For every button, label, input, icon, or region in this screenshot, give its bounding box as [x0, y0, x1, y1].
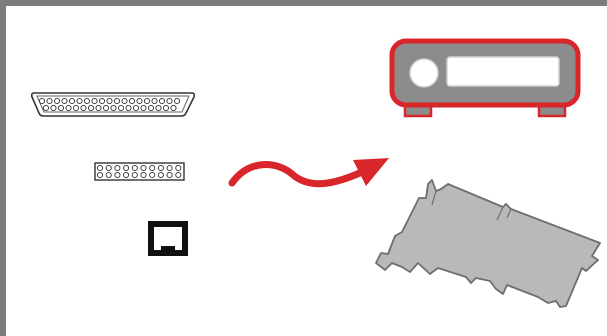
connector-pin: [133, 105, 138, 110]
external-device-icon: [392, 41, 578, 116]
connector-pin: [103, 105, 108, 110]
connector-pin: [107, 98, 112, 103]
rj-port-icon: [148, 221, 188, 256]
header-pin: [132, 165, 137, 170]
connector-pin: [137, 98, 142, 103]
header-pin: [115, 172, 120, 177]
connector-pin: [81, 105, 86, 110]
header-pin: [115, 165, 120, 170]
connector-pin: [111, 105, 116, 110]
header-pin: [158, 172, 163, 177]
header-pin: [150, 165, 155, 170]
connector-pin: [114, 98, 119, 103]
header-pin: [106, 165, 111, 170]
connector-pin: [47, 98, 52, 103]
connector-pin: [51, 105, 56, 110]
connector-pin: [167, 98, 172, 103]
connector-pin: [159, 98, 164, 103]
connector-pin: [92, 98, 97, 103]
header-pin: [97, 165, 102, 170]
header-pin: [167, 165, 172, 170]
connector-pin: [99, 98, 104, 103]
connector-pin: [84, 98, 89, 103]
header-pin: [124, 172, 129, 177]
pci-expansion-card-icon: [376, 180, 600, 307]
db37-connector-icon: [32, 93, 195, 116]
connector-pin: [129, 98, 134, 103]
connector-pin: [43, 105, 48, 110]
connector-pin: [66, 105, 71, 110]
header-pin: [124, 165, 129, 170]
connector-pin: [163, 105, 168, 110]
connector-pin: [118, 105, 123, 110]
connector-pin: [62, 98, 67, 103]
connector-pin: [144, 98, 149, 103]
header-pin: [106, 172, 111, 177]
connector-pin: [174, 98, 179, 103]
connector-pin: [88, 105, 93, 110]
header-pin: [132, 172, 137, 177]
header-pin: [141, 172, 146, 177]
connector-pin: [58, 105, 63, 110]
header-pin: [176, 165, 181, 170]
connector-pin: [39, 98, 44, 103]
connector-pin: [73, 105, 78, 110]
curved-arrow-icon: [232, 158, 389, 186]
connector-pin: [96, 105, 101, 110]
header-pin: [150, 172, 155, 177]
header-pin: [167, 172, 172, 177]
connector-pin: [148, 105, 153, 110]
connector-pin: [126, 105, 131, 110]
connector-pin: [69, 98, 74, 103]
connector-pin: [122, 98, 127, 103]
connector-pin: [141, 105, 146, 110]
connector-pin: [152, 98, 157, 103]
header-pin: [158, 165, 163, 170]
header-pin: [176, 172, 181, 177]
header-pin: [97, 172, 102, 177]
pin-header-connector-icon: [95, 163, 184, 180]
header-pin: [141, 165, 146, 170]
connector-pin: [54, 98, 59, 103]
connector-pin: [156, 105, 161, 110]
connector-pin: [171, 105, 176, 110]
connector-pin: [77, 98, 82, 103]
